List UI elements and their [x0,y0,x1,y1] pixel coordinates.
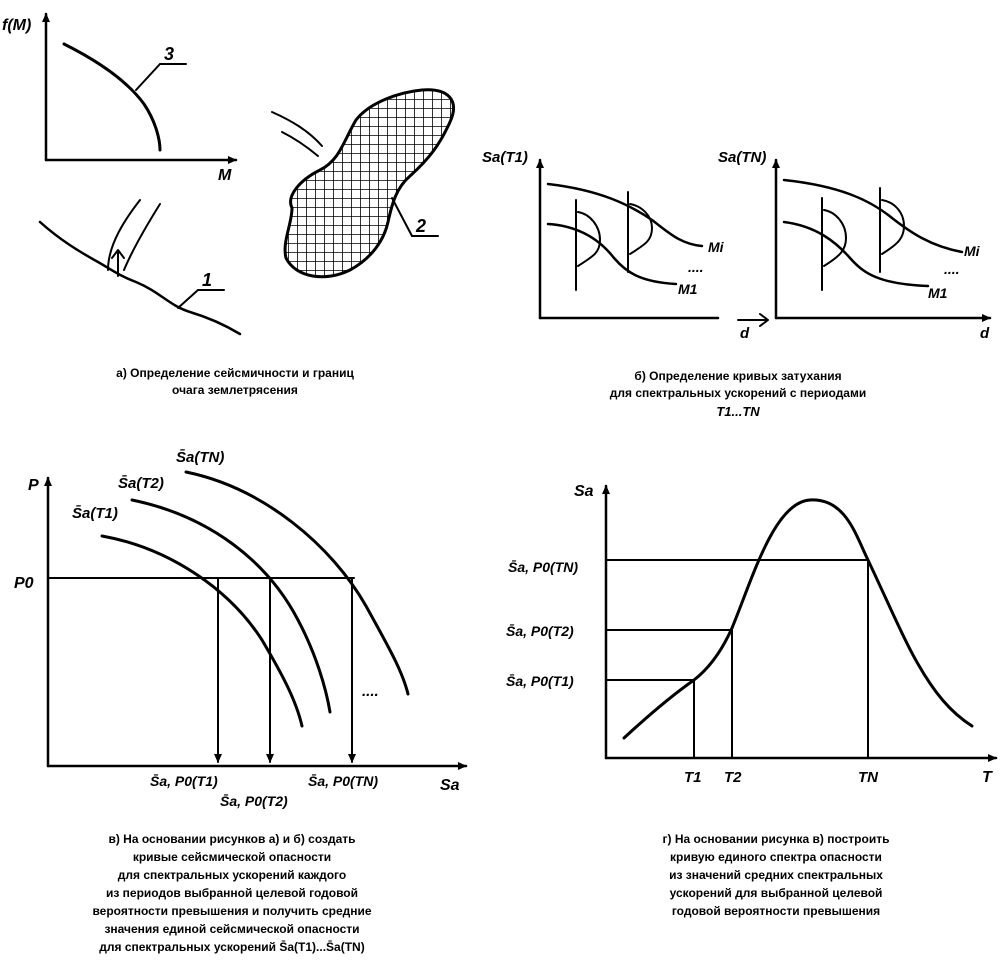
y-label-t1: S̄a, P0(T1) [506,672,574,689]
panel-b: Sa(T1) Mi M1 .... d Sa(TN) Mi M1 .... d … [482,149,992,419]
panel-g-x-axis-label: T [982,769,993,786]
panel-b-right-dots: .... [944,261,960,277]
source-arrow-2 [281,131,319,157]
source-arrow-1 [271,111,323,147]
panel-v: P Sa P0 S̄a(T1) S̄a(T2) S̄a(TN) .... S̄a… [14,448,468,954]
y-label-t2: S̄a, P0(T2) [506,622,574,639]
label-1-leader [177,289,199,309]
panel-v-caption-line6: значения единой сейсмической опасности [104,922,359,936]
label-3-leader [135,63,161,91]
panel-a: f(M) M 3 1 2 а) Определение сейсмичности… [2,12,455,397]
hazard-curve-tn [184,470,410,696]
scatter-distribution-1-right [823,209,847,267]
panel-v-caption-line3: для спектральных ускорений каждого [118,868,346,882]
x-label-t2: S̄a, P0(T2) [220,792,288,809]
panel-v-y-axis-label: P [28,477,39,494]
panel-a-caption-line1: а) Определение сейсмичности и границ [116,366,354,380]
fault-arrow-curve-left [107,199,141,271]
fault-line-1 [38,220,242,336]
panel-b-right-label-m1: M1 [928,285,948,301]
panel-b-left-x-axis-label: d [740,325,750,342]
panel-a-x-axis-label: M [218,167,232,184]
panel-v-level-label: P0 [14,575,34,592]
panel-g-caption-line5: годовой вероятности превышения [672,904,880,918]
panel-g: Sa T S̄a, P0(TN) S̄a, P0(T2) S̄a, P0(T1)… [506,483,998,918]
curve-label-t2: S̄a(T2) [118,474,164,492]
uniform-hazard-spectrum-curve [622,498,974,740]
panel-b-caption-line3: T1...TN [716,404,760,419]
label-3: 3 [164,44,174,64]
panel-a-y-axis-label: f(M) [2,17,31,34]
panel-a-caption-line2: очага землетрясения [172,383,298,397]
fault-arrow-tip [111,249,125,277]
attenuation-curve-m1-left [546,222,678,286]
hazard-curve-t1 [100,534,304,728]
label-1: 1 [202,270,212,290]
panel-v-caption-line7: для спектральных ускорений S̄a(T1)...S̄a… [99,940,364,954]
panel-v-caption-line4: из периодов выбранной целевой годовой [106,886,358,900]
panel-b-caption-line2: для спектральных ускорений с периодами [610,386,866,400]
scatter-distribution-1-left [577,211,601,267]
panel-v-caption-line5: вероятности превышения и получить средни… [92,904,371,918]
panel-g-caption-line3: из значений средних спектральных [669,868,883,882]
panel-b-right-label-mi: Mi [964,243,981,259]
panel-b-right-x-axis-label: d [980,325,990,342]
scatter-distribution-2-left [629,203,653,255]
curve-continuation-dots: .... [362,683,379,700]
attenuation-curve-mi-right [782,178,964,254]
panel-b-left-y-axis-label: Sa(T1) [482,149,528,166]
curve-label-t1: S̄a(T1) [72,504,118,522]
distance-axis-arrow-left [737,313,769,327]
panel-b-right-y-axis-label: Sa(TN) [718,149,766,166]
scatter-distribution-2-right [881,199,905,255]
panel-b-left-dots: .... [688,259,704,275]
x-label-period-tn: TN [858,769,879,786]
panel-b-left-label-m1: M1 [678,281,698,297]
panel-b-left-label-mi: Mi [708,239,725,255]
attenuation-curve-mi-left [546,182,704,248]
panel-b-caption-line1: б) Определение кривых затухания [634,369,841,383]
label-2-leader [391,197,413,237]
x-label-period-t2: T2 [724,769,742,786]
source-zone-2 [283,88,455,279]
x-label-t1: S̄a, P0(T1) [150,772,218,789]
y-label-tn: S̄a, P0(TN) [508,558,578,575]
panel-v-caption-line2: кривые сейсмической опасности [133,850,331,864]
x-label-tn: S̄a, P0(TN) [308,772,378,789]
attenuation-curve-m1-right [782,220,930,288]
x-label-period-t1: T1 [684,769,702,786]
panel-g-y-axis-label: Sa [574,483,594,500]
recurrence-curve-3 [62,42,162,152]
panel-v-caption-line1: в) На основании рисунков а) и б) создать [108,832,355,846]
panel-v-x-axis-label: Sa [440,777,460,794]
curve-label-tn: S̄a(TN) [176,448,224,466]
panel-g-caption-line4: ускорений для выбранной целевой [670,886,883,900]
fault-arrow-curve-right [123,203,161,271]
panel-g-caption-line1: г) На основании рисунка в) построить [663,832,890,846]
hazard-curve-t2 [130,498,332,714]
panel-g-caption-line2: кривую единого спектра опасности [670,850,882,864]
label-2: 2 [415,216,426,236]
